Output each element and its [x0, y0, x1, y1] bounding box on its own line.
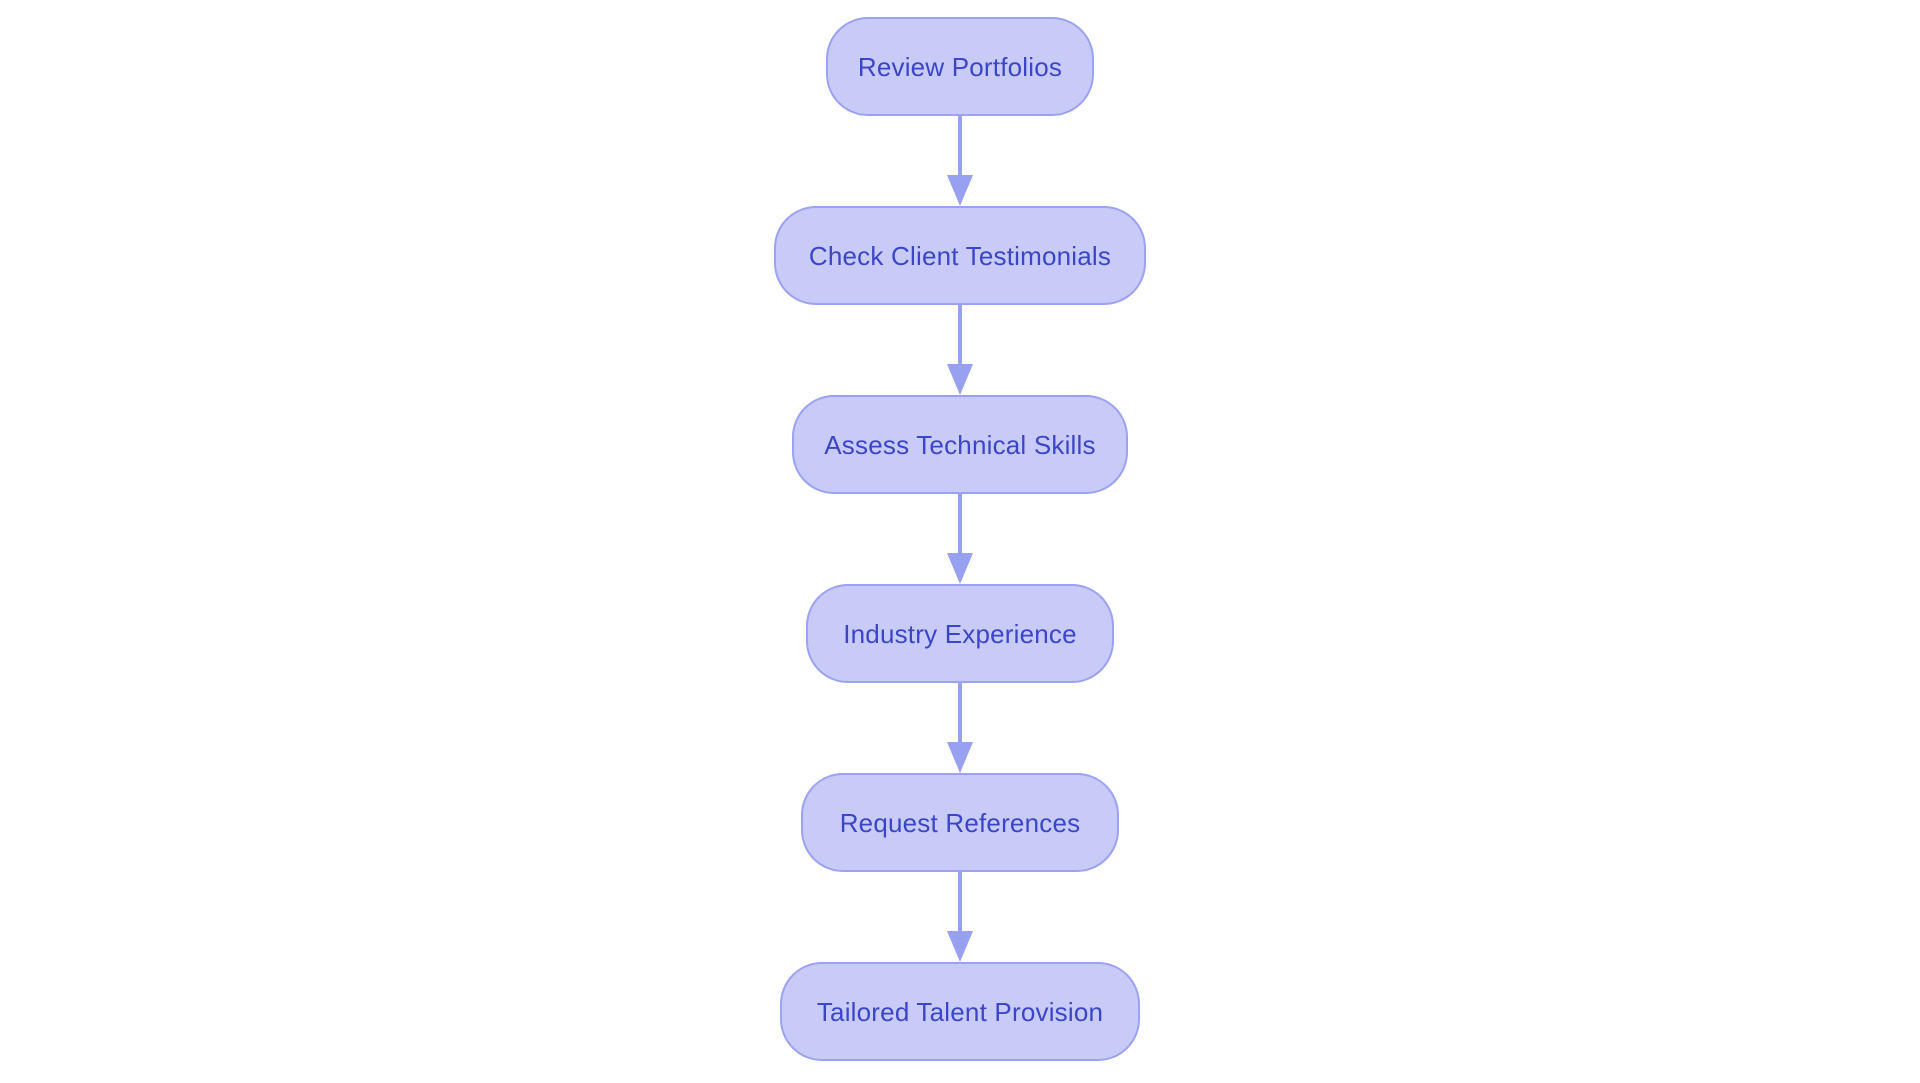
flow-arrow-down-2	[947, 305, 973, 395]
flow-node-label: Request References	[839, 807, 1081, 838]
flow-node-industry-experience: Industry Experience	[806, 584, 1114, 683]
flow-node-review-portfolios: Review Portfolios	[826, 17, 1094, 116]
flow-node-check-client-testimonials: Check Client Testimonials	[774, 206, 1146, 305]
flow-node-label: Tailored Talent Provision	[816, 996, 1104, 1027]
flow-node-label: Review Portfolios	[857, 51, 1063, 82]
flow-arrow-down-4	[947, 683, 973, 773]
flow-node-tailored-talent-provision: Tailored Talent Provision	[780, 962, 1140, 1061]
flow-node-assess-technical-skills: Assess Technical Skills	[792, 395, 1128, 494]
flow-node-label: Check Client Testimonials	[808, 240, 1112, 271]
flow-arrow-down-3	[947, 494, 973, 584]
flow-node-request-references: Request References	[801, 773, 1119, 872]
flow-arrow-down-1	[947, 116, 973, 206]
flow-node-label: Assess Technical Skills	[824, 429, 1096, 460]
flow-node-label: Industry Experience	[843, 618, 1077, 649]
flow-arrow-down-5	[947, 872, 973, 962]
